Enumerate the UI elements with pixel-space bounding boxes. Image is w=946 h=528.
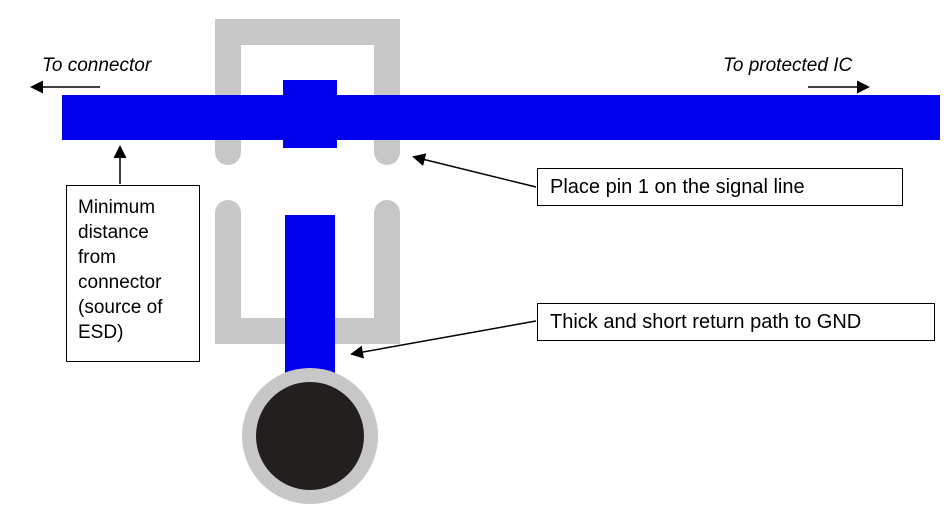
place-pin-callout: Place pin 1 on the signal line (537, 168, 903, 206)
to-protected-ic-label: To protected IC (723, 55, 853, 76)
min-distance-callout: Minimum distance from connector (source … (66, 185, 200, 362)
to-connector-label: To connector (42, 55, 152, 76)
component-footprint-top (215, 19, 400, 165)
return-path-arrow (350, 320, 537, 359)
ground-return-trace (285, 215, 335, 377)
gnd-via-drill (256, 382, 364, 490)
return-path-text: Thick and short return path to GND (550, 310, 862, 333)
min-distance-text: Minimum distance from connector (source … (78, 197, 163, 343)
return-path-callout: Thick and short return path to GND (537, 303, 935, 341)
place-pin-text: Place pin 1 on the signal line (550, 175, 805, 198)
place-pin-arrow (412, 153, 537, 188)
signal-trace (62, 95, 940, 140)
